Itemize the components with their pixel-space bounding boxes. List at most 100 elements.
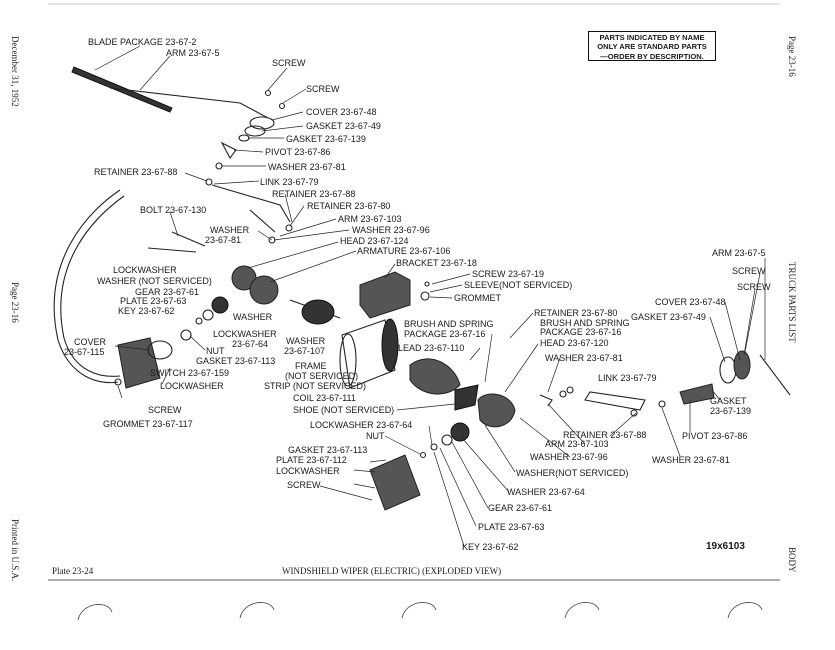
margin-right-body: BODY <box>787 547 797 573</box>
label-plate-112: PLATE 23-67-112 <box>276 455 347 465</box>
coil-part <box>409 358 461 395</box>
gasket-49-right-part <box>719 356 737 384</box>
label-lockwasher-64-left-1: LOCKWASHER <box>213 329 277 339</box>
margin-text: December 31, 1952 Page 23-16 Printed in … <box>10 36 797 581</box>
screw-part <box>278 102 286 110</box>
cover-48-right-part <box>733 350 751 380</box>
plate-112-part <box>369 454 421 511</box>
label-lockwasher-64-left-2: 23-67-64 <box>232 339 268 349</box>
gasket-part <box>244 125 266 137</box>
washer-part <box>285 224 293 232</box>
sleeve-part <box>424 281 430 287</box>
margin-right-truck-parts: TRUCK PARTS LIST <box>787 262 797 343</box>
bolt-part <box>147 247 197 253</box>
label-gear-61-bottom: GEAR 23-67-61 <box>488 503 552 513</box>
arm-5-right-part <box>759 354 791 396</box>
label-strip-not-serviced-1: (NOT SERVICED) <box>285 371 358 381</box>
label-bolt-130: BOLT 23-67-130 <box>140 205 206 215</box>
label-retainer-80-right: RETAINER 23-67-80 <box>534 308 617 318</box>
label-gasket-top-49: GASKET 23-67-49 <box>306 121 381 131</box>
gasket-part <box>238 134 250 142</box>
plate-part <box>202 309 214 321</box>
label-screw-bottom: SCREW <box>287 480 321 490</box>
label-washer-mid-left: WASHER <box>233 312 273 322</box>
label-washer-96-top: WASHER 23-67-96 <box>352 225 430 235</box>
label-screw-bottom-left: SCREW <box>148 405 182 415</box>
label-gasket-113-left: GASKET 23-67-113 <box>196 356 275 366</box>
label-screw-top2: SCREW <box>306 84 340 94</box>
notice-line-2: ONLY ARE STANDARD PARTS <box>597 42 707 52</box>
label-lockwasher-switch: LOCKWASHER <box>160 381 224 391</box>
notice-line-1: PARTS INDICATED BY NAME <box>599 33 705 42</box>
figure-id: 19x6103 <box>706 541 745 552</box>
key-62-part <box>430 443 438 451</box>
arm-part <box>109 87 269 119</box>
figure-title: WINDSHIELD WIPER (ELECTRIC) (EXPLODED VI… <box>282 566 502 576</box>
label-washer-81-bottom-right: WASHER 23-67-81 <box>652 455 730 465</box>
label-gear-61-left: GEAR 23-67-61 <box>135 287 199 297</box>
frame-part <box>341 319 396 389</box>
label-grommet-right: GROMMET <box>454 293 501 303</box>
label-retainer-88-right: RETAINER 23-67-88 <box>563 430 646 440</box>
label-gasket-49-right: GASKET 23-67-49 <box>631 312 706 322</box>
part-labels: BLADE PACKAGE 23-67-2 ARM 23-67-5 SCREW … <box>64 37 771 552</box>
label-frame: FRAME <box>295 361 327 371</box>
label-pivot-86-right: PIVOT 23-67-86 <box>682 431 747 441</box>
label-screw-right1: SCREW <box>732 266 766 276</box>
shoe-part <box>454 384 479 411</box>
retainer-part <box>630 409 638 417</box>
grommet-part <box>420 291 430 301</box>
label-retainer-88-mid: RETAINER 23-67-88 <box>272 189 355 199</box>
label-sleeve-not-serviced: SLEEVE(NOT SERVICED) <box>464 280 572 290</box>
cover-115-part <box>117 337 161 389</box>
label-screw-top1: SCREW <box>272 58 306 68</box>
label-cover-115-1: COVER <box>74 337 107 347</box>
label-washer-81-right: WASHER 23-67-81 <box>545 353 623 363</box>
label-washer-not-serviced-left: WASHER (NOT SERVICED) <box>97 276 212 286</box>
label-cover-top: COVER 23-67-48 <box>306 107 377 117</box>
grommet-part <box>114 378 122 386</box>
label-retainer-80-top: RETAINER 23-67-80 <box>307 201 390 211</box>
bracket-part <box>359 271 411 319</box>
margin-left-date: December 31, 1952 <box>10 36 20 107</box>
label-grommet-117: GROMMET 23-67-117 <box>103 419 193 429</box>
gear-part <box>211 296 229 314</box>
label-brush-spring-right-2: PACKAGE 23-67-16 <box>540 327 621 337</box>
notice-line-3: —ORDER BY DESCRIPTION. <box>600 51 704 61</box>
label-brush-spring-left-1: BRUSH AND SPRING <box>404 319 494 329</box>
label-washer-81-left-2: 23-67-81 <box>205 235 241 245</box>
nut-part <box>419 451 427 459</box>
label-armature-106: ARMATURE 23-67-106 <box>357 246 450 256</box>
label-cover-48-right: COVER 23-67-48 <box>655 297 726 307</box>
label-pivot-top: PIVOT 23-67-86 <box>265 147 330 157</box>
label-cover-115-2: 23-67-115 <box>64 347 104 357</box>
label-head-120: HEAD 23-67-120 <box>540 338 609 348</box>
label-gasket-113-bottom: GASKET 23-67-113 <box>288 445 367 455</box>
margin-right-page: Page 23-16 <box>787 36 797 77</box>
label-gasket-139-right-1: GASKET <box>710 396 747 406</box>
label-blade-package: BLADE PACKAGE 23-67-2 <box>88 37 196 47</box>
label-retainer-88-left: RETAINER 23-67-88 <box>94 167 177 177</box>
label-screw-right2: SCREW <box>737 282 771 292</box>
label-washer-107-2: 23-67-107 <box>284 346 325 356</box>
label-arm-103-right: ARM 23-67-103 <box>545 439 609 449</box>
label-lockwasher-left: LOCKWASHER <box>113 265 177 275</box>
label-brush-spring-right-1: BRUSH AND SPRING <box>540 318 630 328</box>
label-lockwasher-bottom: LOCKWASHER <box>276 466 340 476</box>
pivot-86-right-part <box>679 383 715 405</box>
label-shoe-not-serviced: SHOE (NOT SERVICED) <box>293 405 394 415</box>
label-link-79-right: LINK 23-67-79 <box>598 373 657 383</box>
cable-part <box>60 195 125 377</box>
head-part <box>249 275 279 305</box>
label-washer-81-top: WASHER 23-67-81 <box>268 162 346 172</box>
link-79-right-part <box>584 391 646 411</box>
margin-left-page: Page 23-16 <box>10 282 20 323</box>
label-plate-63-left: PLATE 23-67-63 <box>120 296 186 306</box>
label-head-124: HEAD 23-67-124 <box>340 236 409 246</box>
label-lockwasher-64-mid: LOCKWASHER 23-67-64 <box>310 420 412 430</box>
pivot-part <box>220 141 237 160</box>
arm-103-right-part <box>539 394 553 407</box>
label-arm-5-right: ARM 23-67-5 <box>712 248 766 258</box>
margin-left-printed: Printed in U.S.A. <box>10 519 20 581</box>
